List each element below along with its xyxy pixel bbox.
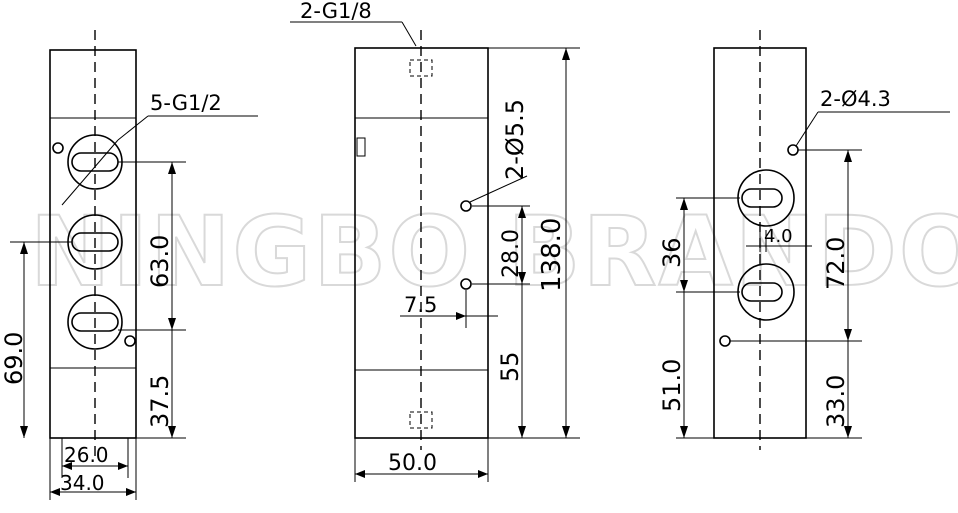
dim-50: 50.0 [388, 451, 437, 476]
dim-36: 36 [658, 237, 686, 268]
arrow-head [62, 462, 72, 470]
arrow-head [168, 162, 176, 174]
arrow-head [680, 198, 688, 210]
mounting-hole [52, 142, 64, 154]
dim-375: 37.5 [146, 375, 174, 428]
dim-69: 69.0 [0, 332, 28, 385]
holes-label: 2-Ø4.3 [820, 87, 891, 111]
leader-line [795, 111, 819, 147]
arrow-head [562, 48, 570, 60]
arrow-head [518, 206, 526, 218]
dim-138: 138.0 [537, 218, 567, 292]
side-tab [356, 137, 366, 157]
arrow-head [844, 150, 852, 162]
watermark: NINGBO BRANDO [30, 196, 958, 308]
arrow-head [126, 488, 136, 496]
arrow-head [168, 426, 176, 438]
dim-51: 51.0 [658, 359, 686, 412]
arrow-head [50, 488, 60, 496]
arrow-head [562, 426, 570, 438]
leader-line [61, 139, 119, 206]
left-view: 5-G1/2 63.0 37.5 69.0 26.0 34.0 [0, 30, 258, 500]
dim-75: 7.5 [404, 293, 437, 317]
port-slot [741, 188, 783, 208]
dim-26: 26.0 [64, 443, 109, 467]
port-circle [67, 294, 123, 350]
port-slot [71, 312, 119, 332]
dim-63: 63.0 [146, 235, 174, 288]
arrow-head [844, 329, 852, 341]
dim-28: 28.0 [499, 229, 524, 278]
right-view: 2-Ø4.3 72.0 33.0 36 51.0 4.0 [658, 30, 950, 450]
arrow-head [118, 462, 128, 470]
arrow-head [680, 426, 688, 438]
mounting-hole [460, 278, 472, 290]
dim-34: 34.0 [60, 471, 105, 495]
arrow-head [168, 318, 176, 330]
arrow-head [20, 426, 28, 438]
mounting-hole [460, 200, 472, 212]
dim-4: 4.0 [764, 226, 793, 247]
arrow-head [680, 280, 688, 292]
leader-line [117, 115, 149, 141]
dim-72: 72.0 [822, 237, 850, 290]
arrow-head [20, 242, 28, 254]
middle-view: 2-G1/8 2-Ø5.5 28.0 55 138.0 7.5 50. [290, 0, 580, 482]
left-body-outline [49, 49, 137, 439]
arrow-head [844, 426, 852, 438]
ports-label: 2-G1/8 [300, 0, 372, 23]
port-slot [741, 282, 783, 302]
leader-line [469, 175, 528, 203]
ports-label: 5-G1/2 [150, 91, 222, 115]
dim-33: 33.0 [822, 375, 850, 428]
mounting-hole [787, 144, 799, 156]
arrow-head [355, 470, 365, 478]
port-hidden [409, 59, 433, 77]
arrow-head [518, 272, 526, 284]
dim-55: 55 [496, 351, 524, 382]
mounting-hole [124, 335, 136, 347]
arrow-head [456, 312, 466, 320]
leader-line [401, 21, 417, 47]
mounting-hole [719, 335, 731, 347]
arrow-head [518, 426, 526, 438]
arrow-head [478, 470, 488, 478]
holes-label: 2-Ø5.5 [501, 99, 529, 180]
port-hidden [409, 411, 433, 429]
